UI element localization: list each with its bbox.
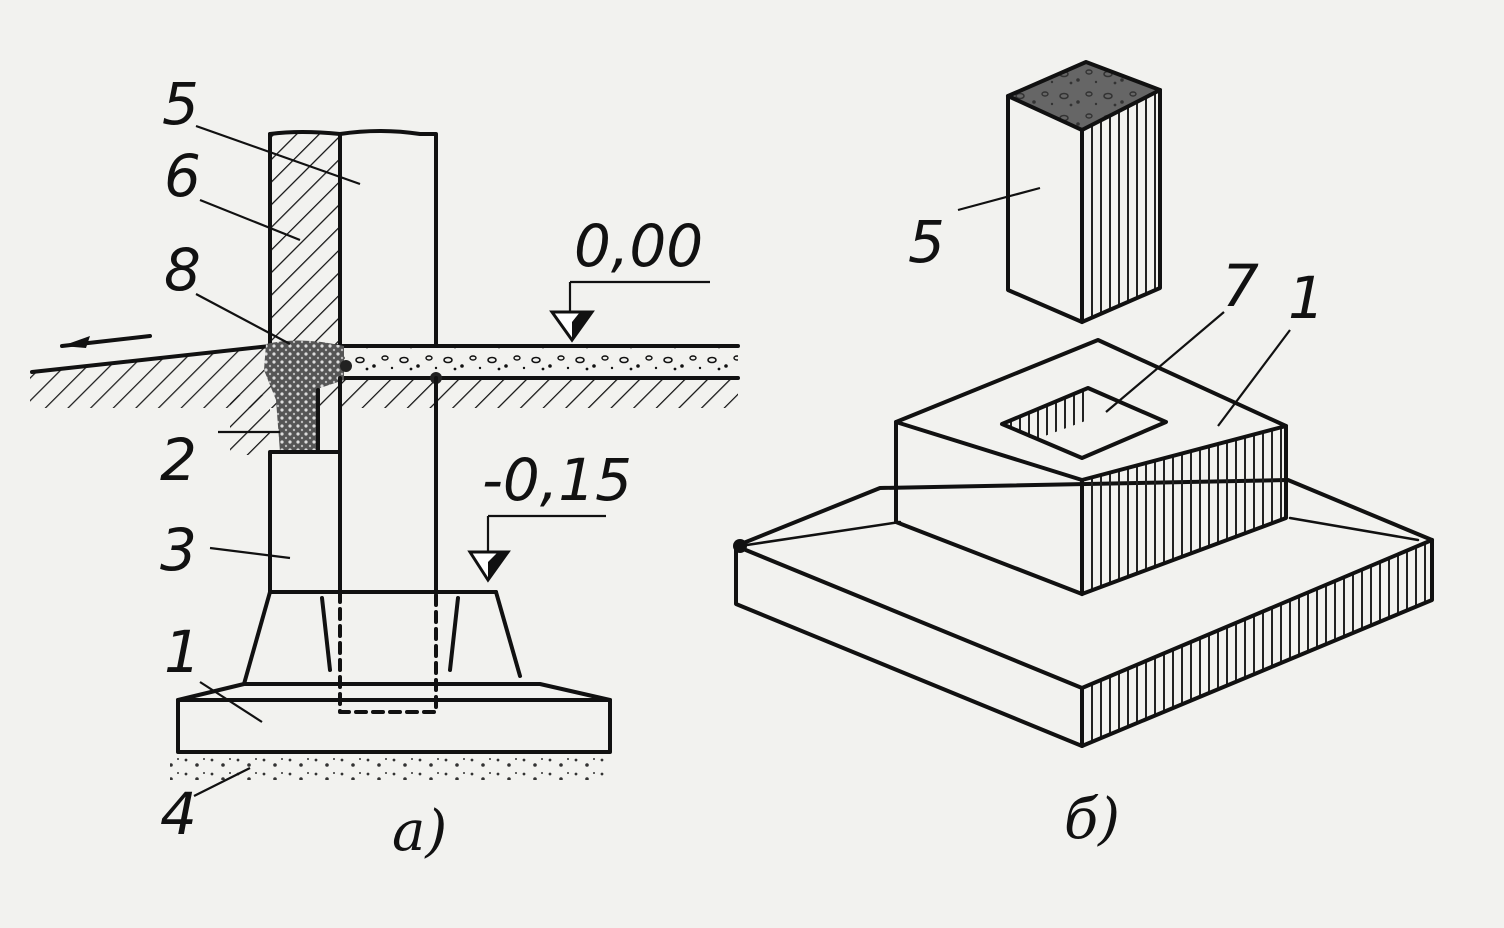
level-mark-top	[549, 280, 710, 343]
figure-a-section: 0,00 -0,15 5 6 8 2 3 1 4 а)	[30, 70, 740, 864]
label-1-foundation: 1	[164, 618, 201, 686]
label-7-socket: 7	[1222, 252, 1259, 320]
level-minus-0-15-label: -0,15	[482, 446, 632, 514]
label-5-column: 5	[908, 208, 945, 276]
label-5-column: 5	[162, 70, 199, 138]
foundation-cup	[894, 338, 1288, 596]
label-3-beam: 3	[160, 516, 197, 584]
level-0-00-label: 0,00	[574, 212, 703, 280]
label-2: 2	[160, 426, 197, 494]
level-mark-bottom	[467, 514, 606, 583]
column-block	[1006, 60, 1162, 324]
caption-b: б)	[1064, 787, 1120, 852]
label-8-grout: 8	[164, 236, 201, 304]
label-1-foundation: 1	[1288, 264, 1325, 332]
figure-b-isometric: 5 7 1 б)	[733, 60, 1434, 852]
drainage-arrow	[60, 334, 152, 348]
label-6-wall: 6	[164, 142, 201, 210]
foundation-plate	[733, 478, 1434, 748]
label-4-bedding: 4	[160, 780, 197, 848]
caption-a: а)	[392, 799, 447, 864]
